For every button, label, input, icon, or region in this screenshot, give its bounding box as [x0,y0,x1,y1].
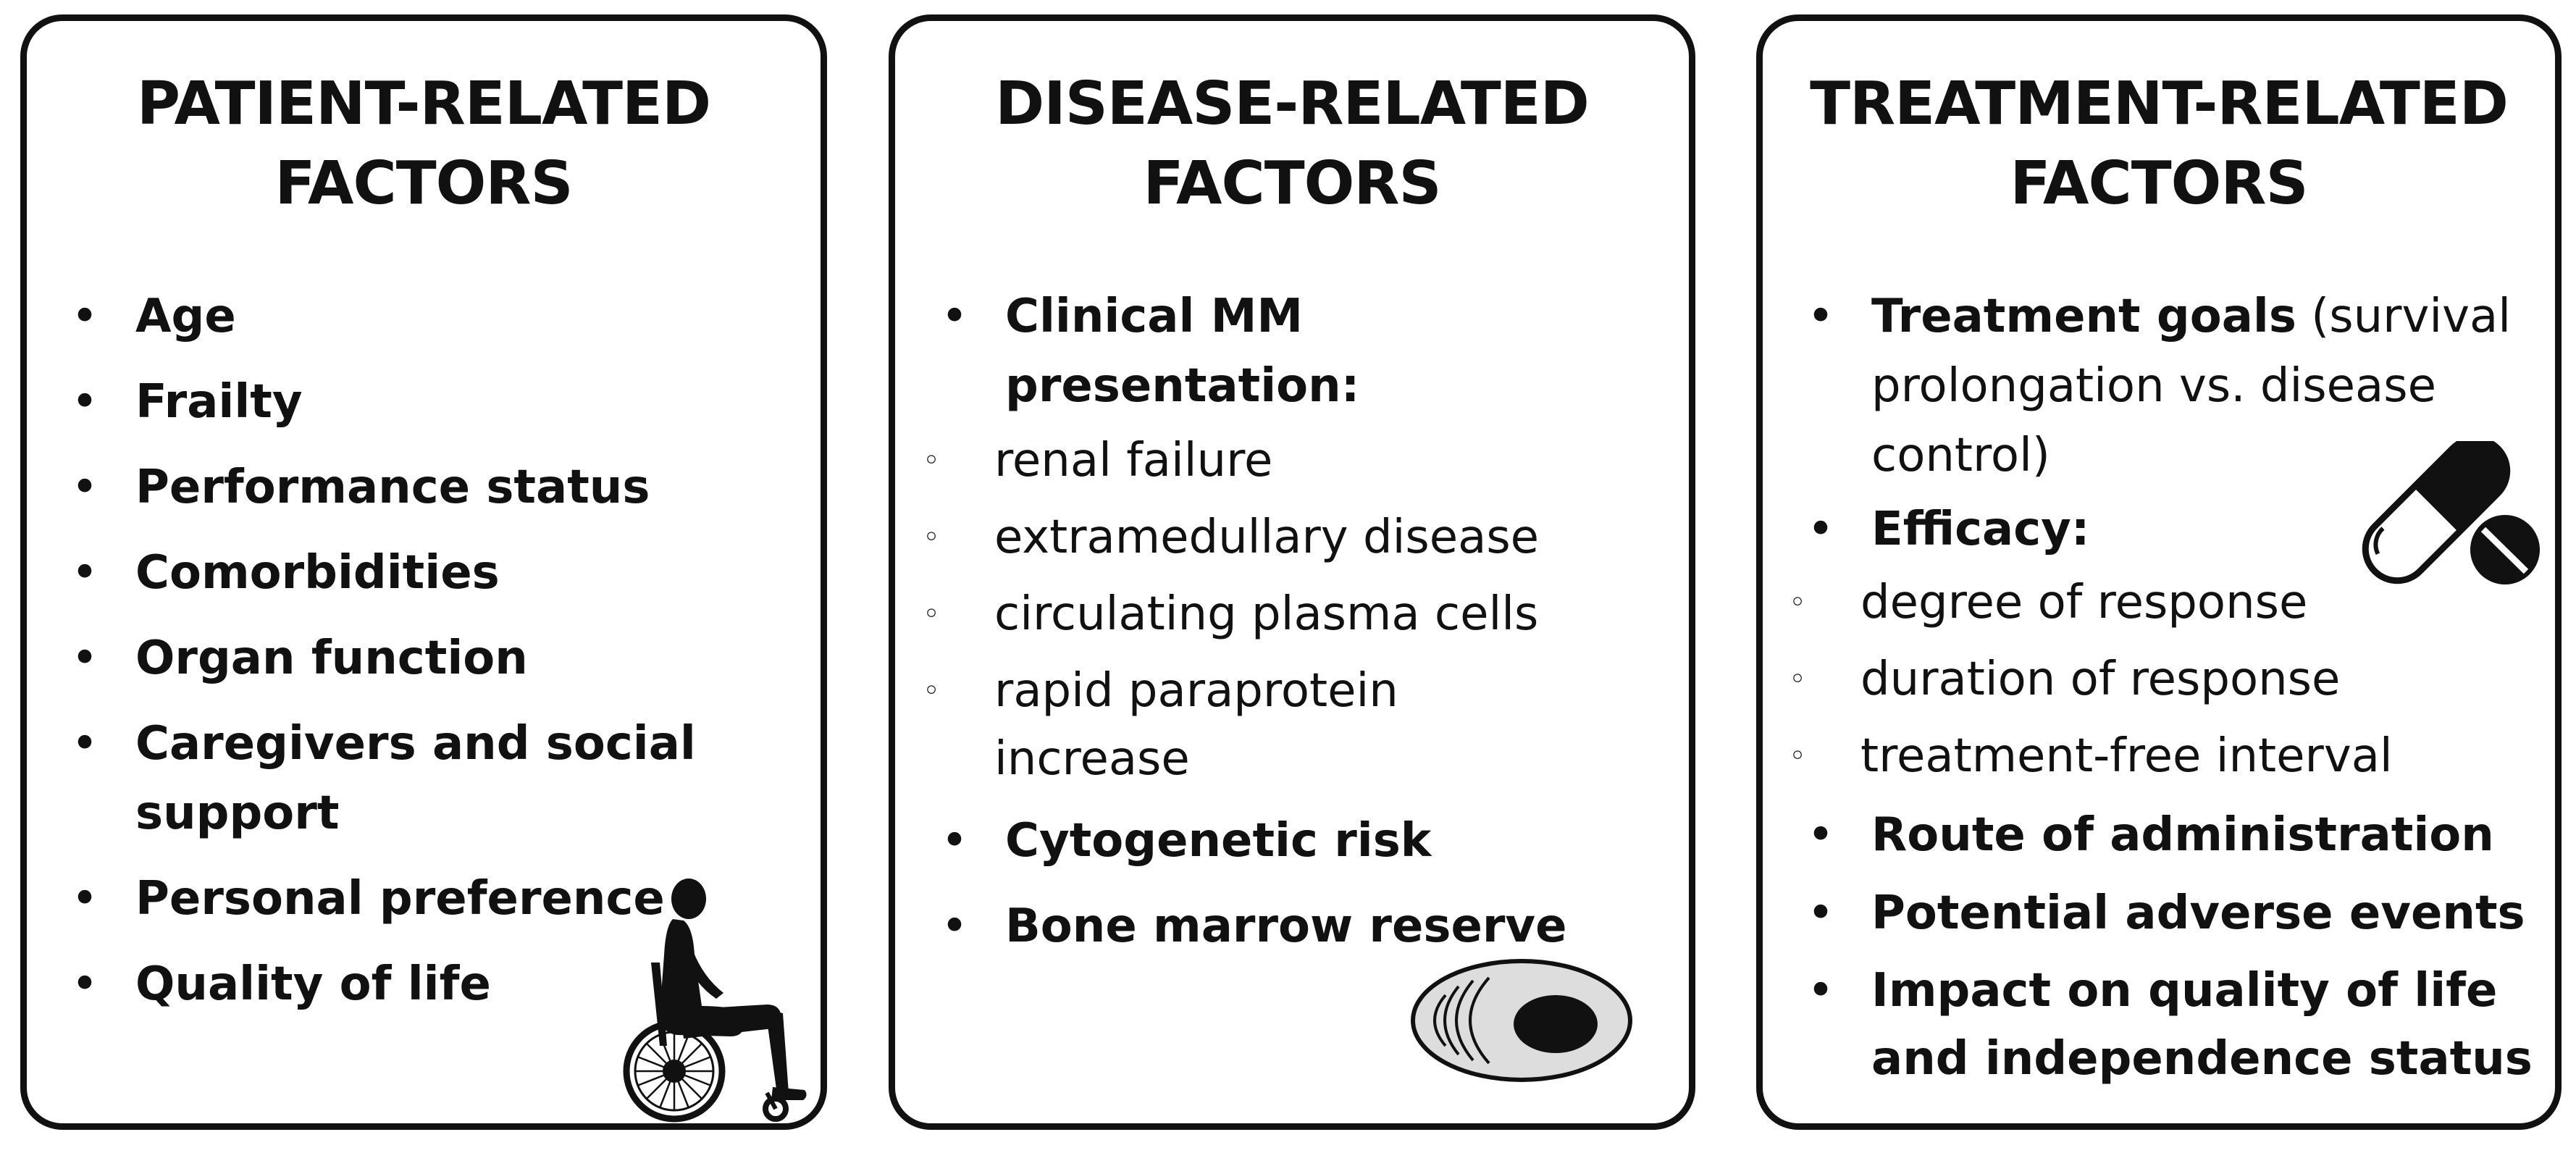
sub-bullet: ◦ [923,598,940,631]
patient-factors-panel: PATIENT-RELATED FACTORS • Age • Frailty • P… [20,14,827,1130]
bullet: • [71,461,98,514]
list-item: • Potential adverse events [1806,879,2533,948]
item-text: Potential adverse events [1871,886,2525,940]
list-item: • Route of administration [1806,800,2533,870]
sub-list-item: ◦ circulating plasma cells [875,580,1667,648]
sub-bullet: ◦ [923,674,940,708]
sub-list-container: ◦ renal failure ◦ extramedullary disease ◦… [875,427,1667,793]
item-text: Comorbidities [135,546,500,600]
item-text: Route of administration [1871,808,2494,862]
bullet: • [71,546,98,600]
bullet: • [71,290,98,343]
sub-bullet: ◦ [1789,739,1806,773]
item-text: Quality of life [135,957,491,1011]
treatment-factor-list: • Treatment goals (survival prolongation… [1789,282,2533,1093]
sub-list: ◦ degree of response ◦ duration of respons… [1741,569,2533,790]
list-item: • Age [70,282,792,351]
title-line-2: FACTORS [2010,149,2308,218]
list-item: • Clinical MM presentation: [940,282,1667,421]
item-text-bold: Treatment goals [1871,290,2296,343]
item-text: Efficacy: [1871,503,2090,556]
sub-item-text: renal failure [994,434,1273,487]
bullet: • [71,957,98,1011]
item-text: Frailty [135,375,303,429]
item-text: Clinical MM presentation: [1005,290,1360,413]
sub-list-container: ◦ degree of response ◦ duration of respons… [1741,569,2533,790]
bullet: • [1807,886,1834,940]
list-item: • Cytogenetic risk [940,806,1667,876]
bullet: • [941,900,968,953]
sub-item-text: circulating plasma cells [994,587,1539,641]
sub-list-item: ◦ duration of response [1741,645,2533,713]
bullet: • [71,872,98,926]
item-text: Cytogenetic risk [1005,814,1432,868]
item-text: Organ function [135,632,528,685]
sub-item-text: degree of response [1860,576,2308,629]
sub-list-item: ◦ rapid paraprotein increase [875,657,1667,793]
sub-item-text: treatment-free interval [1860,729,2393,783]
item-text: Personal preference [135,872,665,926]
sub-bullet: ◦ [1789,663,1806,696]
plasma-cell-icon [1411,959,1632,1082]
sub-list-item: ◦ degree of response [1741,569,2533,637]
bullet: • [1807,964,1834,1018]
title-line-1: TREATMENT-RELATED [1810,70,2509,138]
item-text: Caregivers and social support [135,717,696,840]
list-item: • Efficacy: [1806,495,2533,564]
bullet: • [1807,503,1834,556]
pill-capsule-icon [2362,441,2540,584]
item-text: Performance status [135,461,650,514]
bullet: • [1807,808,1834,862]
list-item: • Organ function [70,624,792,693]
sub-list: ◦ renal failure ◦ extramedullary disease ◦… [875,427,1667,793]
disease-panel-title: DISEASE-RELATED FACTORS [895,64,1689,224]
list-item: • Personal preference [70,864,792,934]
list-item: • Caregivers and social support [70,709,792,848]
bullet: • [71,632,98,685]
sub-bullet: ◦ [1789,586,1806,619]
list-item: • Treatment goals (survival prolongation… [1806,282,2533,490]
sub-list-item: ◦ extramedullary disease [875,503,1667,571]
item-text: (survival prolongation vs. disease contr… [1871,290,2511,482]
list-item: • Comorbidities [70,538,792,608]
title-line-2: FACTORS [274,149,573,218]
title-line-1: DISEASE-RELATED [995,70,1590,138]
bullet: • [941,814,968,868]
list-item: • Frailty [70,367,792,437]
disease-factor-list: • Clinical MM presentation: ◦ renal failu… [923,282,1667,961]
title-line-1: PATIENT-RELATED [136,70,711,138]
item-text: Age [135,290,236,343]
sub-item-text: extramedullary disease [994,511,1540,564]
bullet: • [1807,290,1834,343]
bullet: • [941,290,968,343]
patient-panel-title: PATIENT-RELATED FACTORS [27,64,821,224]
sub-item-text: rapid paraprotein increase [994,664,1398,786]
bullet: • [71,717,98,771]
patient-factor-list: • Age • Frailty • Performance status • Comor… [70,282,792,1035]
list-item: • Performance status [70,453,792,522]
item-text: Bone marrow reserve [1005,900,1567,953]
list-item: • Impact on quality of life and independ… [1806,957,2533,1093]
list-item: • Bone marrow reserve [940,892,1667,961]
sub-bullet: ◦ [923,444,940,477]
wheelchair-person-icon [623,879,807,1123]
treatment-panel-title: TREATMENT-RELATED FACTORS [1763,64,2555,224]
sub-item-text: duration of response [1860,653,2341,706]
sub-bullet: ◦ [923,521,940,554]
disease-factors-panel: DISEASE-RELATED FACTORS • Clinical MM pr… [889,14,1695,1130]
item-text: Impact on quality of life and independen… [1871,964,2533,1086]
sub-list-item: ◦ treatment-free interval [1741,722,2533,790]
bullet: • [71,375,98,429]
list-item: • Quality of life [70,949,792,1019]
treatment-factors-panel: TREATMENT-RELATED FACTORS • Treatment go… [1756,14,2562,1130]
title-line-2: FACTORS [1143,149,1441,218]
sub-list-item: ◦ renal failure [875,427,1667,495]
